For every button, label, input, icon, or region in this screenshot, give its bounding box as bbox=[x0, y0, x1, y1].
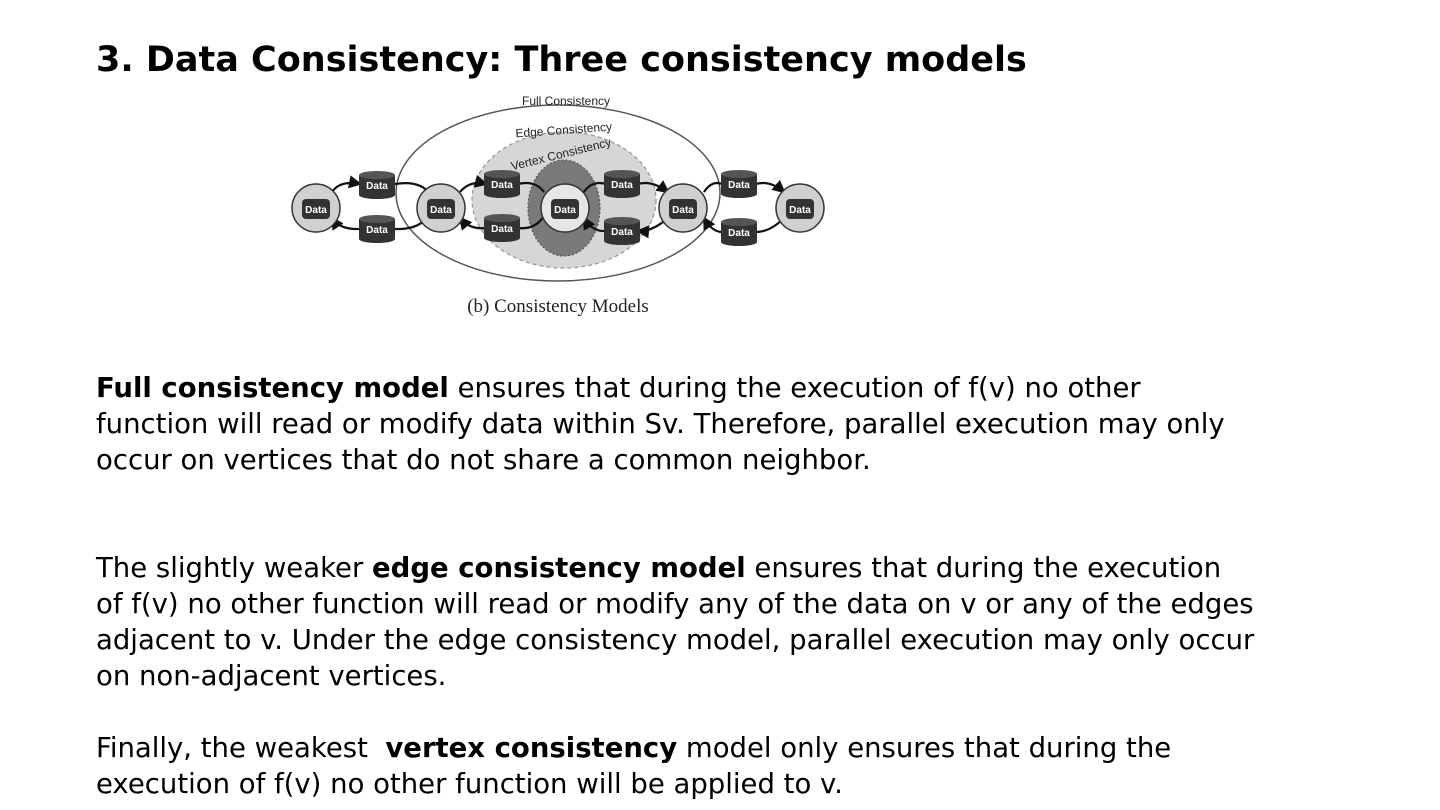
node-label: Data bbox=[366, 225, 388, 236]
edge-consistency-intro: The slightly weaker bbox=[96, 552, 372, 584]
consistency-diagram: Full Consistency Edge Consistency Vertex… bbox=[291, 94, 825, 317]
node-label: Data bbox=[672, 205, 694, 216]
edge-consistency-paragraph: The slightly weaker edge consistency mod… bbox=[96, 550, 1256, 694]
edge-consistency-description: ensures that during the execution of f(v… bbox=[96, 552, 1255, 692]
full-consistency-paragraph: Full consistency model ensures that duri… bbox=[96, 370, 1256, 478]
node-label: Data bbox=[491, 180, 513, 191]
slide-title: 3. Data Consistency: Three consistency m… bbox=[96, 40, 1027, 80]
edge-consistency-label: Edge Consistency bbox=[515, 120, 612, 141]
vertex-node: Data bbox=[416, 183, 466, 233]
graph-edges bbox=[330, 174, 786, 239]
edge-data-node: Data bbox=[721, 170, 757, 198]
vertex-node: Data bbox=[775, 183, 825, 233]
node-label: Data bbox=[366, 181, 388, 192]
vertex-node: Data bbox=[291, 183, 341, 233]
node-label: Data bbox=[728, 228, 750, 239]
node-label: Data bbox=[611, 227, 633, 238]
full-consistency-term: Full consistency model bbox=[96, 372, 449, 404]
edge-data-node: Data bbox=[484, 214, 520, 242]
node-label: Data bbox=[305, 205, 327, 216]
figure-caption: (b) Consistency Models bbox=[467, 296, 649, 317]
node-label: Data bbox=[491, 224, 513, 235]
node-label: Data bbox=[728, 180, 750, 191]
node-label: Data bbox=[430, 205, 452, 216]
edge-data-node: Data bbox=[359, 215, 395, 243]
vertex-node: Data bbox=[658, 183, 708, 233]
vertex-node: Data bbox=[540, 183, 590, 233]
edge-data-node: Data bbox=[359, 171, 395, 199]
edge-consistency-term: edge consistency model bbox=[372, 552, 746, 584]
edge-data-node: Data bbox=[721, 218, 757, 246]
full-consistency-label: Full Consistency bbox=[522, 94, 610, 108]
node-label: Data bbox=[554, 205, 576, 216]
vertex-consistency-description: model only ensures that during the execu… bbox=[96, 732, 1180, 800]
consistency-models-figure: Full Consistency Edge Consistency Vertex… bbox=[280, 88, 840, 326]
full-consistency-description: ensures that during the execution of f(v… bbox=[96, 372, 1225, 476]
node-label: Data bbox=[611, 180, 633, 191]
edge-data-node: Data bbox=[604, 217, 640, 245]
edge-data-node: Data bbox=[604, 170, 640, 198]
vertex-consistency-intro: Finally, the weakest bbox=[96, 732, 386, 764]
node-label: Data bbox=[789, 205, 811, 216]
edge-data-node: Data bbox=[484, 170, 520, 198]
vertex-consistency-paragraph: Finally, the weakest vertex consistency … bbox=[96, 730, 1256, 802]
vertex-consistency-term: vertex consistency bbox=[385, 732, 678, 764]
